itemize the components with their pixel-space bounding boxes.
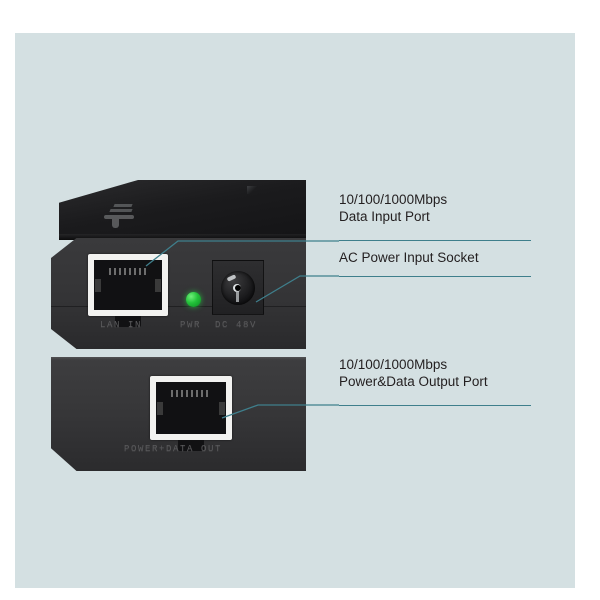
body-seam: [51, 306, 306, 307]
callout-text: AC Power Input Socket: [339, 250, 479, 265]
leader-line-power-data-output: [221, 404, 339, 419]
port-clip-notch: [177, 440, 205, 451]
callout-text: 10/100/1000Mbps Data Input Port: [339, 192, 448, 224]
leader-line-ac-power-socket: [255, 275, 339, 303]
port-pins: [171, 390, 211, 397]
port-tab-left: [95, 279, 102, 292]
rj45-port-lan-in[interactable]: [88, 254, 168, 327]
port-clip-notch: [115, 316, 141, 327]
body-ridge: [51, 357, 306, 360]
port-cavity: [156, 382, 226, 434]
callout-text: 10/100/1000Mbps Power&Data Output Port: [339, 357, 488, 389]
port-tab-right: [154, 279, 161, 292]
silkscreen-power-data-out: POWER+DATA OUT: [124, 444, 223, 454]
top-face-corner-mark: [247, 186, 257, 194]
silkscreen-lan-in: LAN IN: [100, 320, 143, 330]
leader-line-data-input-port: [145, 240, 339, 267]
callout-ac-power-input-socket: AC Power Input Socket: [339, 250, 531, 277]
port-tab-right: [218, 401, 225, 416]
callout-data-input-port: 10/100/1000Mbps Data Input Port: [339, 192, 531, 241]
silkscreen-pwr: PWR: [180, 320, 202, 330]
silkscreen-dc-48v: DC 48V: [215, 320, 258, 330]
callout-underline: [339, 405, 531, 406]
dc-power-socket[interactable]: [212, 260, 264, 315]
callout-power-data-output-port: 10/100/1000Mbps Power&Data Output Port: [339, 357, 531, 406]
rj45-port-power-data-out[interactable]: [150, 376, 232, 451]
tp-link-logo-icon: [98, 200, 144, 230]
port-tab-left: [157, 401, 164, 416]
pwr-led-indicator: [186, 292, 201, 307]
dc-socket-pin: [235, 284, 241, 291]
port-pins: [108, 268, 148, 275]
callout-underline: [339, 276, 531, 277]
callout-underline: [339, 240, 531, 241]
dc-socket-barrel: [221, 270, 255, 305]
port-cavity: [94, 260, 162, 310]
